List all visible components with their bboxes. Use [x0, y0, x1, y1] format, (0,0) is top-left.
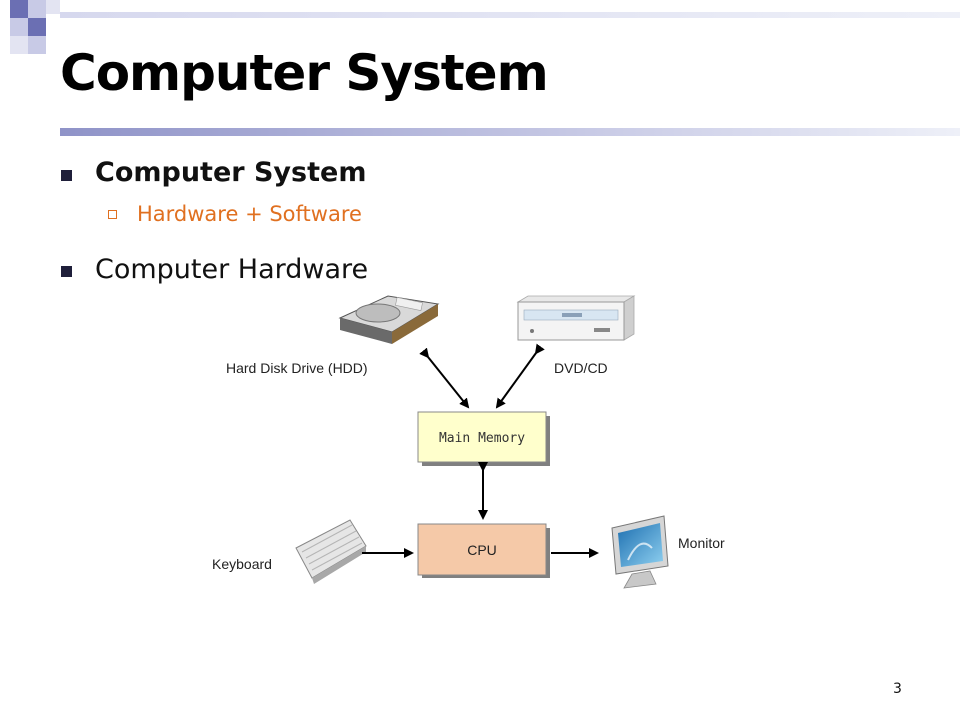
bullet-hardware-software: Hardware + Software: [137, 202, 362, 226]
decor-square: [46, 0, 60, 14]
dvd-label: DVD/CD: [554, 360, 608, 376]
hdd-label: Hard Disk Drive (HDD): [226, 360, 368, 376]
hdd-icon: [338, 295, 440, 344]
keyboard-icon: [295, 519, 367, 584]
decor-square: [28, 18, 46, 36]
dvd-drive-icon: [516, 295, 636, 341]
dvd-memory-arrow: [495, 343, 545, 409]
title-underline: [60, 128, 960, 136]
cpu-box: CPU: [417, 523, 550, 578]
main-memory-box: Main Memory: [417, 411, 550, 466]
decor-square: [28, 36, 46, 54]
bullet-marker: [61, 170, 72, 181]
main-memory-label: Main Memory: [439, 431, 525, 446]
bullet-computer-system: Computer System: [95, 157, 367, 188]
decor-square: [10, 0, 28, 18]
monitor-icon: [611, 515, 669, 589]
decor-square: [10, 36, 28, 54]
bullet-marker: [61, 266, 72, 277]
decor-square: [10, 18, 28, 36]
hdd-memory-arrow: [419, 347, 470, 409]
sub-bullet-marker: [108, 210, 117, 219]
top-rule: [60, 12, 960, 18]
keyboard-label: Keyboard: [212, 556, 272, 572]
bullet-computer-hardware: Computer Hardware: [95, 254, 369, 285]
monitor-label: Monitor: [678, 535, 725, 551]
slide-title: Computer System: [60, 44, 549, 102]
page-number: 3: [893, 681, 902, 697]
decor-square: [28, 0, 46, 18]
cpu-label: CPU: [467, 542, 497, 558]
